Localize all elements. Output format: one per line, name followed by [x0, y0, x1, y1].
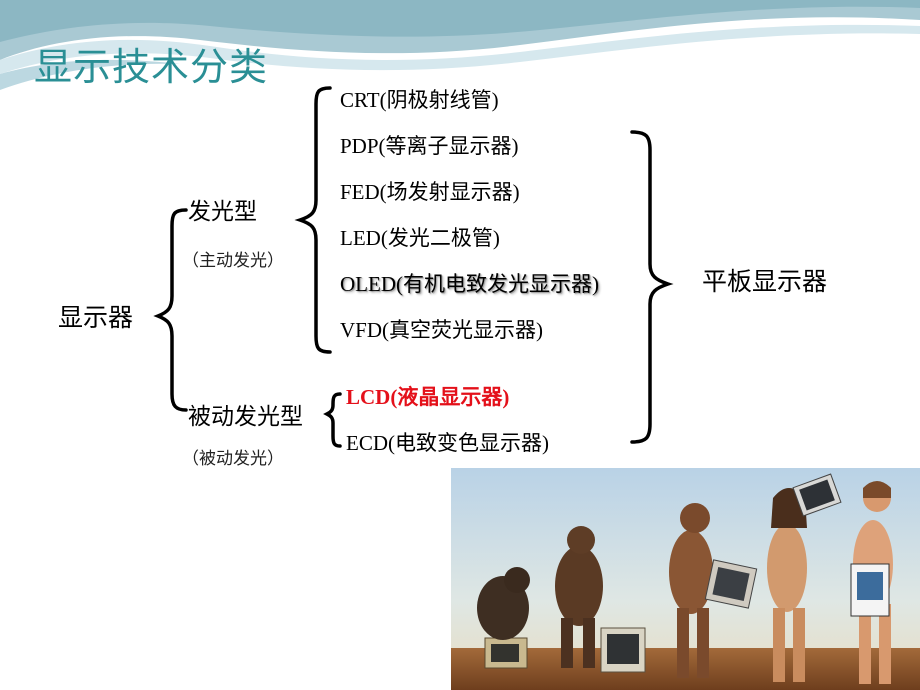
passive-brace [323, 392, 342, 448]
figure-2 [555, 526, 646, 673]
figure-1 [477, 567, 530, 669]
figure-3 [669, 503, 758, 678]
slide-title: 显示技术分类 [34, 45, 269, 89]
item-led: LED(发光二极管) [340, 226, 500, 250]
item-lcd: LCD(液晶显示器) [346, 385, 510, 409]
flat-panel-brace [630, 130, 674, 444]
item-vfd: VFD(真空荧光显示器) [340, 318, 543, 342]
passive-type-note: （被动发光） [182, 449, 284, 469]
passive-type-label: 被动发光型 [188, 404, 303, 430]
flat-panel-label: 平板显示器 [702, 267, 828, 296]
active-type-note: （主动发光） [182, 251, 284, 271]
item-fed: FED(场发射显示器) [340, 180, 520, 204]
root-brace [153, 208, 188, 412]
figure-5 [850, 481, 893, 684]
evolution-illustration [451, 468, 920, 690]
root-label: 显示器 [58, 303, 134, 332]
item-ecd: ECD(电致变色显示器) [346, 431, 549, 455]
header-wave-decoration [0, 0, 920, 90]
active-brace [294, 86, 332, 354]
item-oled: OLED(有机电致发光显示器) [340, 272, 599, 296]
item-pdp: PDP(等离子显示器) [340, 134, 519, 158]
active-type-label: 发光型 [188, 199, 257, 225]
item-crt: CRT(阴极射线管) [340, 88, 499, 112]
figure-4 [767, 473, 842, 682]
